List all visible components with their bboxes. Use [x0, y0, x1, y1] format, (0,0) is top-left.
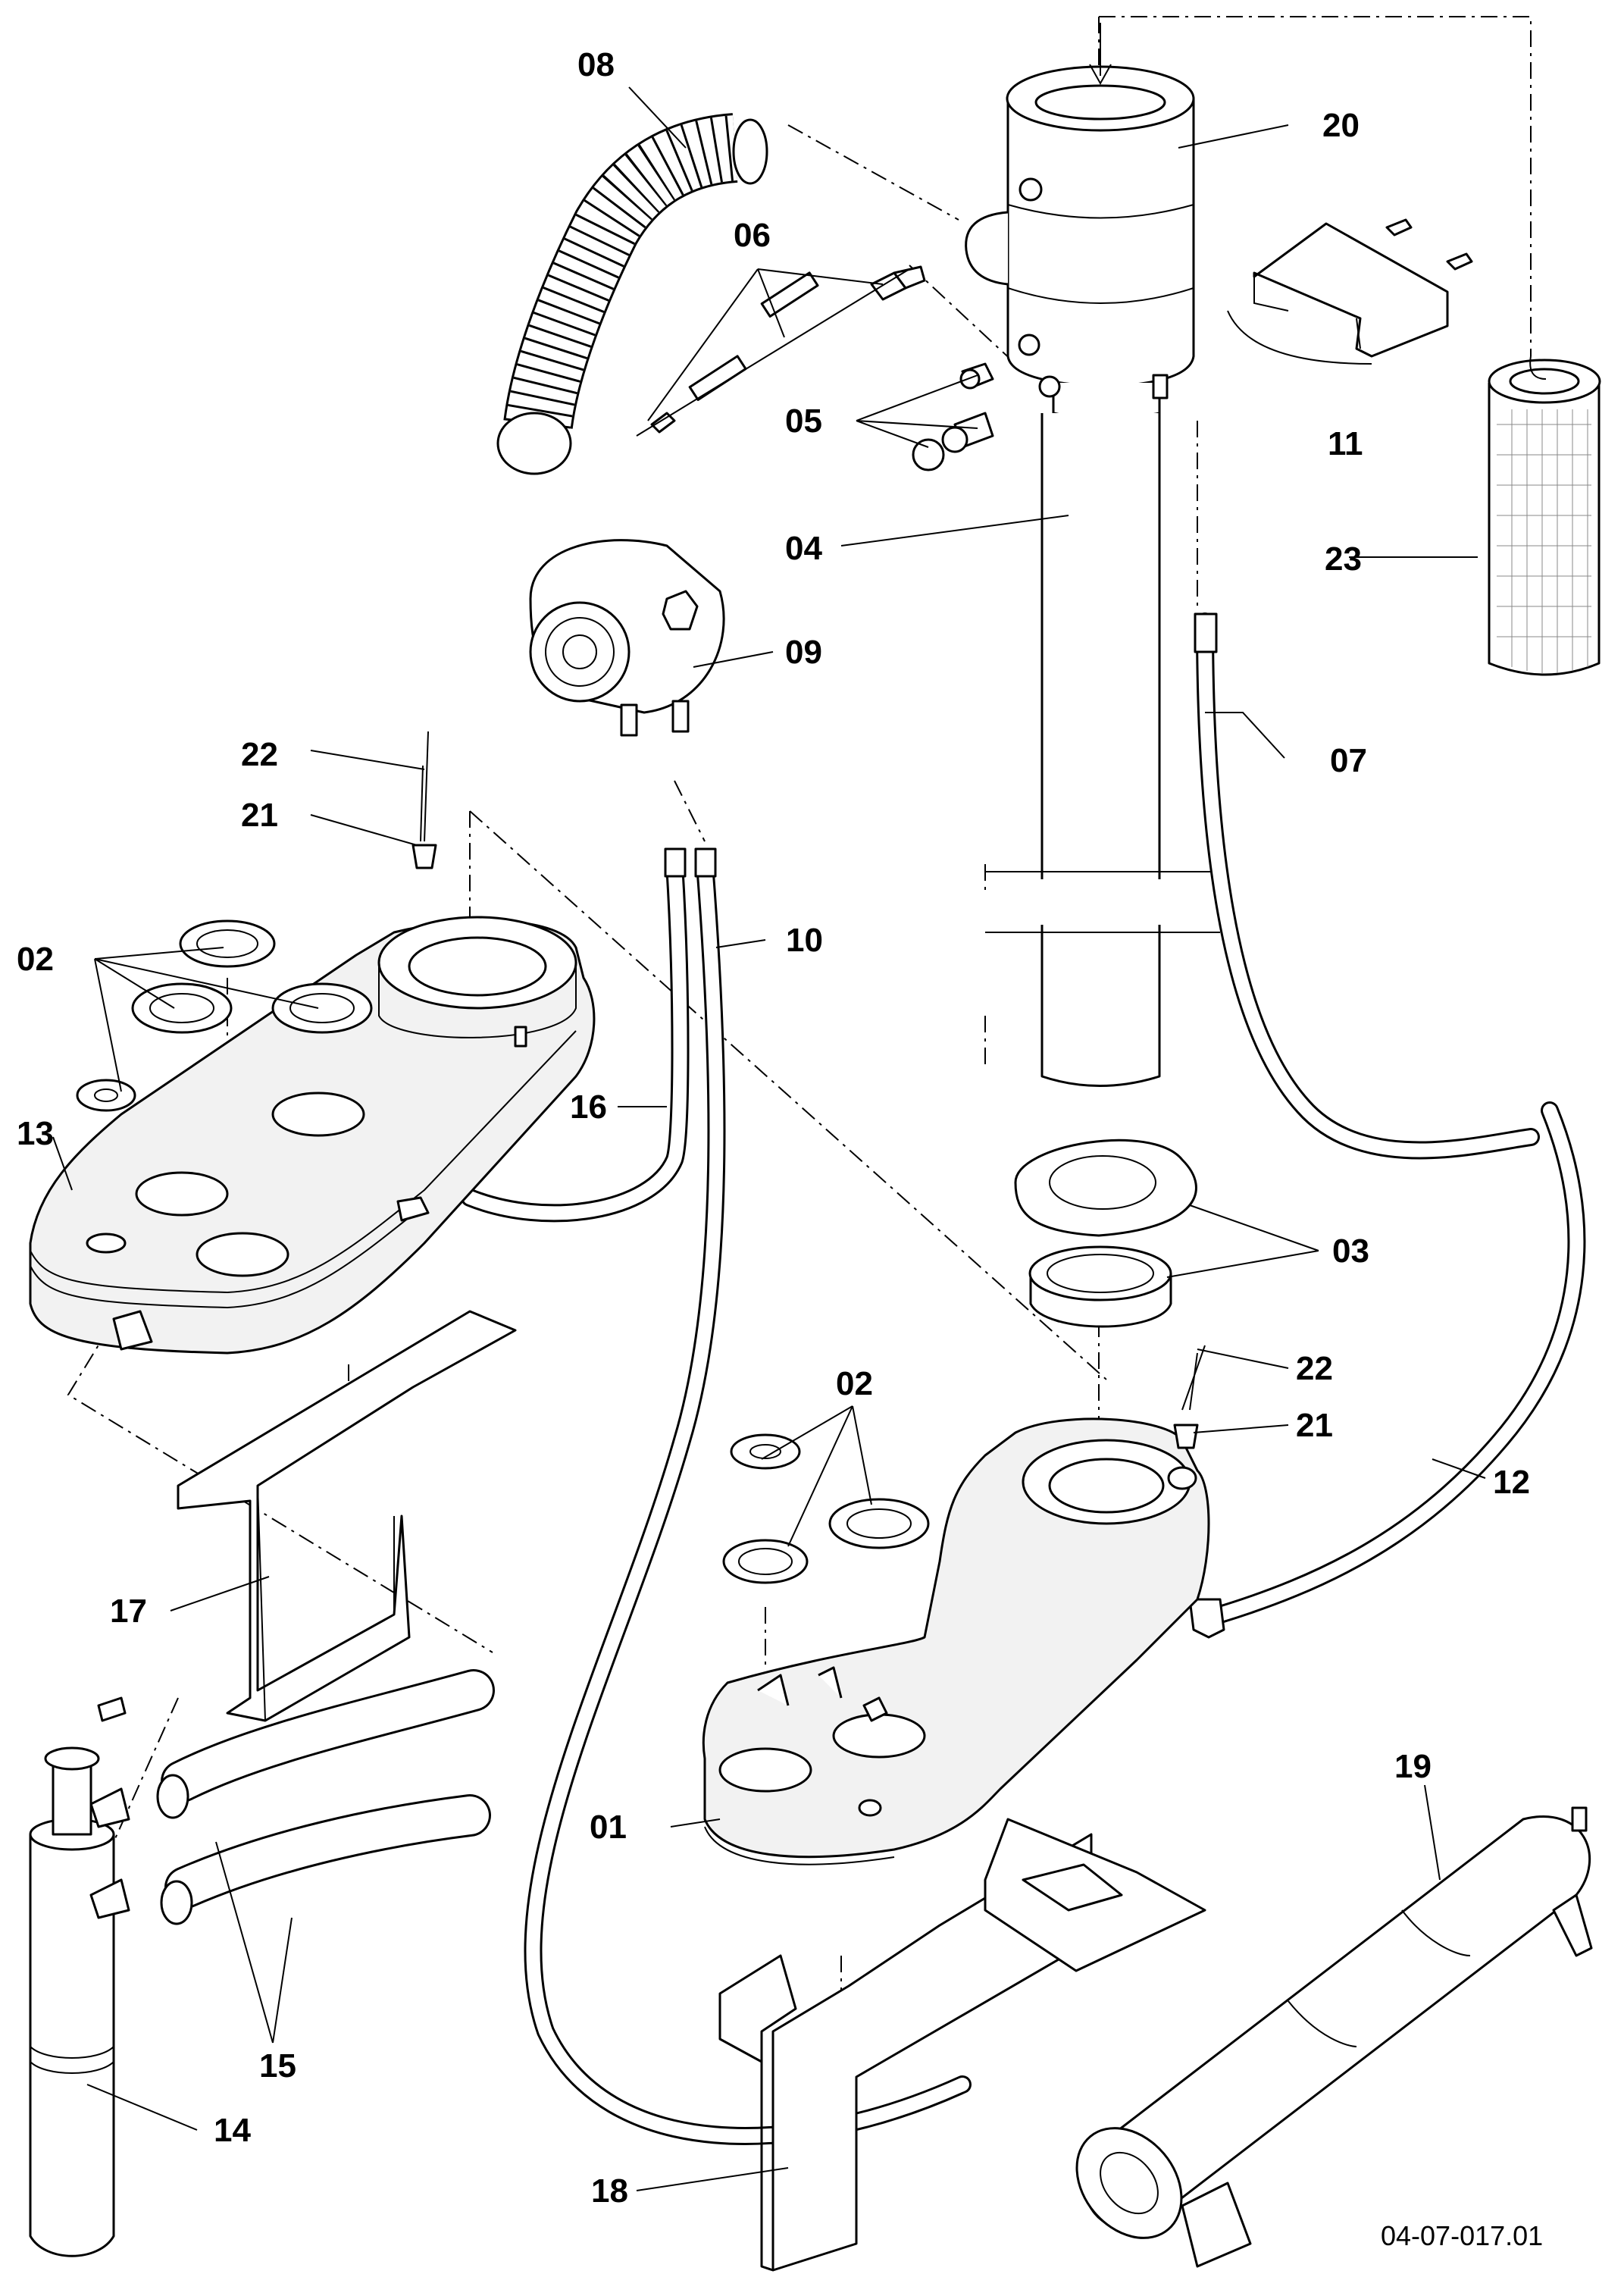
hose-15-lower: [160, 1794, 491, 1925]
callout-20: 20: [1322, 107, 1360, 144]
callout-22-top: 22: [241, 736, 278, 773]
callout-05: 05: [785, 402, 822, 440]
callout-07: 07: [1330, 742, 1367, 779]
part-18-right-bracket: [718, 1818, 1206, 2272]
callout-10: 10: [786, 922, 823, 959]
callout-22-bottom: 22: [1296, 1350, 1333, 1387]
hose-10: [524, 847, 972, 2145]
part-01-right-tank: [702, 1417, 1210, 1865]
callout-06: 06: [734, 217, 771, 254]
part-03-gaskets: [1014, 1139, 1197, 1328]
part-08-corrugated-hose: [496, 113, 768, 475]
callout-19: 19: [1394, 1748, 1432, 1785]
callout-08: 08: [577, 46, 615, 83]
callout-11: 11: [1328, 425, 1363, 462]
callout-labels: 08 20 06 05 11 04 23 09 07 22 21 10 02 1…: [17, 46, 1530, 2210]
hose-15-upper: [156, 1669, 495, 1819]
part-02-left-grommets: [76, 919, 373, 1112]
part-23-filter-cylinder: [1488, 356, 1601, 676]
callout-18: 18: [591, 2172, 628, 2210]
part-06-pins: [636, 265, 926, 437]
callout-13: 13: [17, 1115, 54, 1152]
callout-02-left: 02: [17, 941, 54, 978]
part-19-silencer: [1075, 1806, 1593, 2268]
part-13-left-tank: [29, 916, 596, 1355]
callout-04: 04: [785, 530, 822, 567]
hose-12: [1188, 1101, 1586, 1639]
part-11-bracket: [1227, 218, 1473, 365]
callout-14: 14: [214, 2112, 251, 2149]
callout-09: 09: [785, 634, 822, 671]
callout-12: 12: [1493, 1464, 1530, 1501]
callout-16: 16: [570, 1088, 607, 1126]
callout-23: 23: [1325, 540, 1362, 578]
part-05-caps: [912, 362, 994, 471]
part-14-valve: [29, 1696, 130, 2257]
leader-lines: [52, 86, 1486, 2191]
connectors-21-22: [411, 731, 1206, 1449]
callout-17: 17: [110, 1593, 147, 1630]
callout-01: 01: [590, 1809, 627, 1846]
part-02-right-grommets: [722, 1433, 930, 1584]
part-04-vertical-pipe: [985, 413, 1220, 1087]
callout-15: 15: [259, 2047, 296, 2084]
callout-03: 03: [1332, 1233, 1369, 1270]
callout-02-right: 02: [836, 1365, 873, 1402]
callout-21-top: 21: [241, 797, 278, 834]
hose-16: [461, 847, 690, 1223]
part-17-left-bracket: [177, 1310, 517, 1722]
part-09-pump: [529, 539, 725, 737]
hose-07: [1194, 612, 1540, 1160]
document-reference: 04-07-017.01: [1381, 2220, 1543, 2251]
part-20-upper-cylinder: [965, 23, 1195, 420]
callout-21-bottom: 21: [1296, 1407, 1333, 1444]
